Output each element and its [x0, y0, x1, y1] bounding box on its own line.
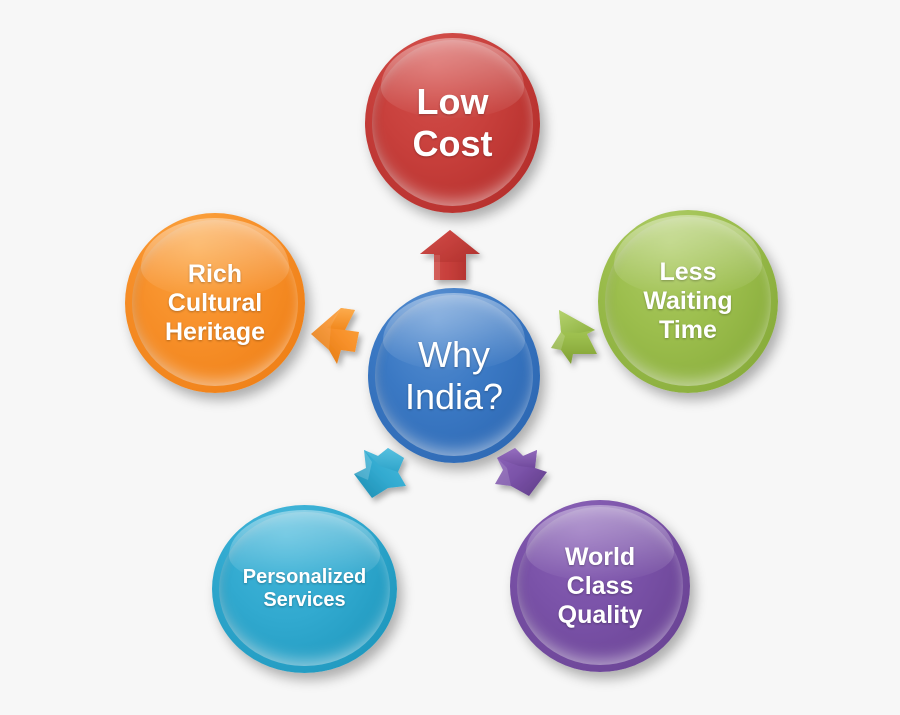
- arrow-down-left-cyan-icon: [344, 446, 412, 510]
- arrow-down-right-purple-icon: [489, 446, 555, 510]
- arrow-left-orange-icon: [305, 304, 367, 370]
- arrow-right-green-icon: [549, 306, 609, 368]
- arrow-up-red-icon: [418, 228, 482, 288]
